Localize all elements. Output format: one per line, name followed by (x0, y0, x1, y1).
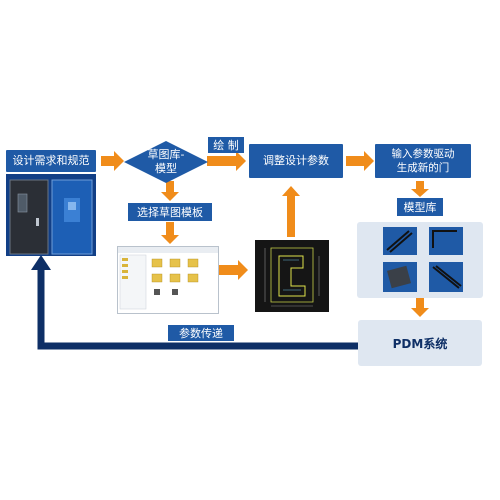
arrow-sketch-down (161, 181, 179, 201)
pdm-system-label: PDM系统 (392, 336, 448, 351)
arrow-req-to-sketch (101, 151, 124, 171)
arrow-adjust-to-drive (346, 151, 374, 171)
param-transfer-box: 参数传递 (168, 325, 234, 341)
model-tiles (383, 227, 463, 292)
door-image (6, 174, 96, 256)
arrow-cad-up (282, 186, 300, 237)
model-library-panel (357, 222, 483, 298)
requirements-box: 设计需求和规范 (6, 150, 96, 172)
param-drive-box: 输入参数驱动 生成新的门 (375, 144, 471, 178)
pdm-system-box: PDM系统 (358, 320, 482, 366)
draw-label: 绘 制 (213, 139, 239, 152)
arrow-thumb-to-cad (219, 260, 248, 280)
param-drive-label: 输入参数驱动 生成新的门 (391, 147, 455, 174)
template-software-thumbnail (117, 246, 219, 314)
select-template-box: 选择草图模板 (128, 203, 212, 221)
arrow-sketch-to-adjust (207, 151, 246, 171)
arrow-lib-to-pdm (411, 298, 429, 317)
model-library-label-box: 模型库 (397, 198, 443, 216)
arrow-drive-down (411, 181, 429, 197)
requirements-label: 设计需求和规范 (12, 153, 90, 167)
adjust-params-label: 调整设计参数 (263, 153, 329, 167)
adjust-params-box: 调整设计参数 (249, 144, 343, 178)
cad-drawing (255, 240, 329, 312)
feedback-arrowhead (31, 255, 51, 270)
model-library-label: 模型库 (403, 201, 437, 214)
cad-lines (264, 247, 320, 307)
sketch-library-label: 草图库- 模型 (147, 148, 185, 176)
sketch-library-decision: 草图库- 模型 (124, 141, 208, 183)
param-transfer-label: 参数传递 (179, 327, 223, 340)
draw-label-box: 绘 制 (208, 137, 244, 153)
select-template-label: 选择草图模板 (137, 206, 203, 219)
door-illustration (6, 174, 96, 256)
feedback-loop-line (37, 268, 358, 350)
diamond-shape (124, 141, 208, 183)
software-window (118, 247, 218, 310)
arrow-template-down (161, 222, 179, 244)
